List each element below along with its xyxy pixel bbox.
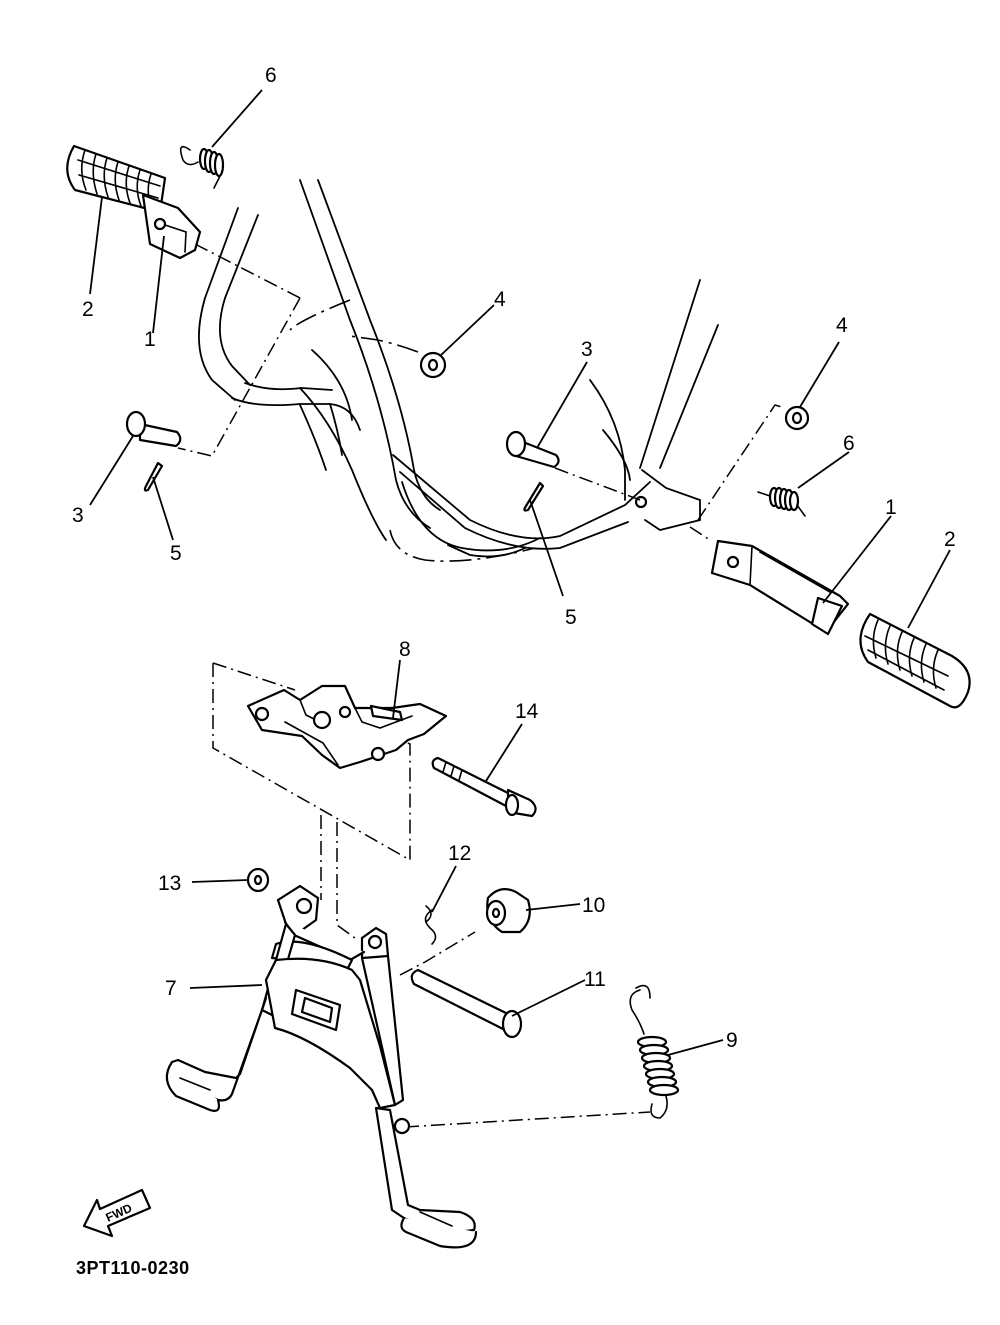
callout-10: 10 [582, 894, 605, 917]
clip-part-12 [424, 905, 437, 945]
callout-numbers: 6 2 1 4 3 3 5 4 6 5 1 2 8 14 12 13 10 11… [72, 64, 956, 1052]
bolt-part-14 [431, 756, 537, 818]
callout-4-right: 4 [836, 314, 848, 337]
callout-2-right: 2 [944, 528, 956, 551]
callout-9: 9 [726, 1029, 738, 1052]
pin-part-3-left [125, 410, 182, 448]
footrest-rubber-part-2-right [859, 612, 971, 709]
callout-3-left: 3 [72, 504, 84, 527]
callout-13: 13 [158, 872, 181, 895]
diagram-code: 3PT110-0230 [76, 1258, 190, 1278]
frame-tubes [198, 179, 719, 562]
callout-5-right: 5 [565, 606, 577, 629]
spring-part-6-right [757, 486, 806, 517]
cotter-pin-part-5-right [523, 481, 545, 512]
callout-1-left: 1 [144, 328, 156, 351]
callout-4-left: 4 [494, 288, 506, 311]
washer-part-4-left [419, 351, 447, 379]
callout-1-right: 1 [885, 496, 897, 519]
callout-8: 8 [399, 638, 411, 661]
assembly-guides [177, 243, 786, 1128]
washer-part-4-right [784, 405, 810, 431]
callout-6-upper: 6 [265, 64, 277, 87]
main-stand-part-7 [165, 884, 478, 1249]
pin-part-3-right [505, 430, 560, 469]
callout-7: 7 [165, 977, 177, 1000]
callout-3-right: 3 [581, 338, 593, 361]
footrest-part-1-right [710, 539, 850, 636]
spring-part-9 [629, 984, 680, 1119]
callout-2-left: 2 [82, 298, 94, 321]
callout-12: 12 [448, 842, 471, 865]
footrest-part-1-left [141, 193, 202, 260]
washer-part-13 [246, 867, 270, 893]
stand-bracket-part-8 [246, 684, 448, 770]
cotter-pin-part-5-left [143, 461, 164, 492]
stopper-part-10 [485, 887, 531, 934]
callout-14: 14 [515, 700, 539, 723]
callout-5-left: 5 [170, 542, 182, 565]
shaft-part-11 [410, 968, 523, 1039]
spring-part-6-upper [179, 145, 225, 189]
forward-arrow-icon: FWD [82, 1188, 152, 1238]
callout-11: 11 [584, 968, 606, 991]
callout-6-right: 6 [843, 432, 855, 455]
callout-leaders [89, 89, 951, 1056]
